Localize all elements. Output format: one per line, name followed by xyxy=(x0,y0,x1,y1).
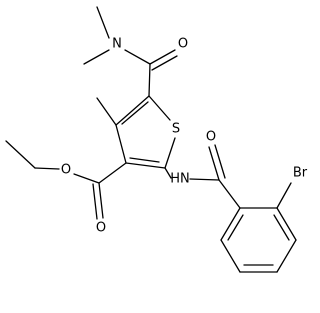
bond-ar-6-inner xyxy=(227,214,244,241)
atom-labels: N O S O O HN O Br xyxy=(61,37,308,236)
atom-s-thiophene: S xyxy=(172,122,180,137)
bond-o-ch2 xyxy=(34,167,60,170)
atom-n-amide: N xyxy=(112,37,122,52)
bond-n-carbonylc xyxy=(124,49,151,65)
bond-c2-c3 xyxy=(125,162,166,169)
bond-nme-methyl-up xyxy=(96,6,110,39)
bond-nh-carbonylc xyxy=(189,178,220,181)
bond-nme-methyl-left xyxy=(83,49,110,65)
bond-c4-c5-inner xyxy=(121,101,149,125)
bond-s-c2 xyxy=(164,137,176,169)
bond-benzoyl-co-2 xyxy=(214,144,226,179)
dimethylamide-group xyxy=(83,6,178,97)
bond-ar-5 xyxy=(220,239,241,273)
bond-amide-co-2 xyxy=(151,55,178,71)
bond-ar-br xyxy=(276,182,292,209)
bromophenyl-ring xyxy=(220,182,297,273)
atom-nh: HN xyxy=(170,172,190,187)
bond-c3-esterc xyxy=(98,162,127,184)
bond-c4-methyl xyxy=(96,97,117,126)
atom-br: Br xyxy=(293,166,308,181)
ethyl-ester-group xyxy=(5,140,127,220)
bond-c5-s xyxy=(148,95,171,121)
bond-ar-6 xyxy=(220,207,241,241)
bond-ester-co-2 xyxy=(92,183,98,220)
bond-amide-co-1 xyxy=(149,49,176,65)
atom-o-ester-carbonyl: O xyxy=(96,221,106,236)
atom-o-benzoyl: O xyxy=(206,130,216,145)
bond-esterc-o xyxy=(73,173,100,184)
bond-ester-co-1 xyxy=(98,182,104,219)
bond-ar-2-inner xyxy=(273,214,290,241)
bond-carbonylc-aryl xyxy=(218,179,241,209)
bond-c4-c5 xyxy=(115,95,150,126)
bond-c2-c3-inner xyxy=(129,157,160,163)
atom-o-ester-ether: O xyxy=(61,163,71,178)
benzamide-group xyxy=(164,144,241,209)
bond-ar-3 xyxy=(276,239,297,273)
thiophene-ring xyxy=(96,95,176,169)
bond-benzoyl-co-1 xyxy=(208,146,220,181)
bond-carbonylc-ringc5 xyxy=(148,63,151,97)
bond-c2-nh xyxy=(164,167,172,179)
atom-o-amide: O xyxy=(178,37,188,52)
bond-ar-2 xyxy=(276,207,297,241)
bond-ch2-ch3 xyxy=(5,140,36,169)
bond-c3-c4 xyxy=(115,124,127,164)
